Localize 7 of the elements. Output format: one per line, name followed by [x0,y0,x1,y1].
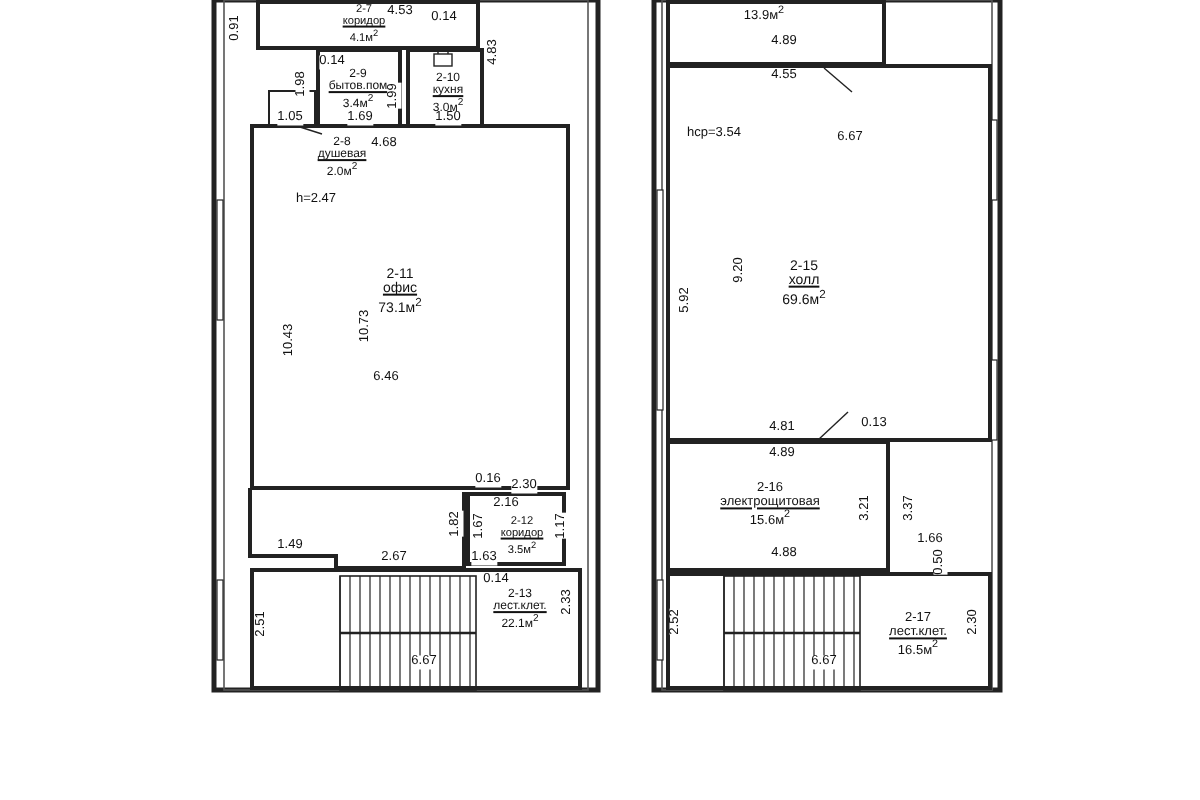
room-outline [250,124,570,490]
room-outline [666,440,890,572]
leader-line [296,125,323,135]
room-outline [250,568,582,690]
room-outline [666,64,992,442]
room-outline [666,572,992,690]
room-outline [666,0,886,66]
